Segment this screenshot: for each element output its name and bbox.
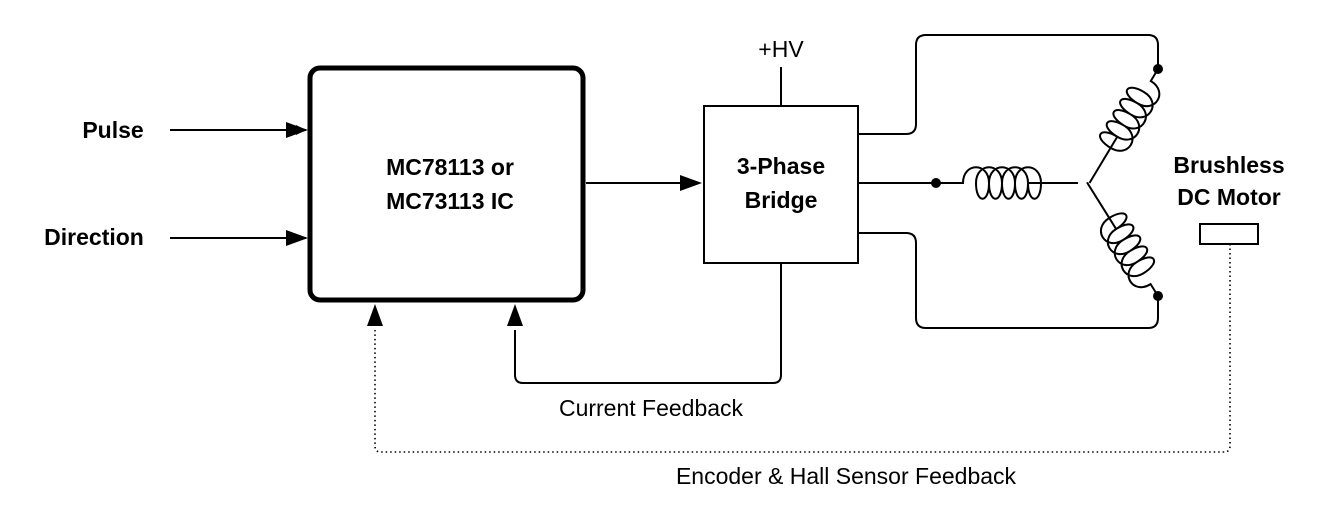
winding-phase-b: [936, 166, 1078, 200]
phase-c-wire: [858, 232, 1159, 329]
encoder-feedback-label: Encoder & Hall Sensor Feedback: [676, 463, 1017, 489]
controller-ic-block: [307, 65, 586, 303]
pulse-label: Pulse: [82, 117, 143, 143]
three-phase-bridge-block: [703, 105, 859, 264]
hv-supply-label: +HV: [758, 36, 804, 62]
direction-label: Direction: [44, 224, 144, 250]
encoder-feedback-arrowhead: [367, 304, 383, 326]
bridge-label-line2: Bridge: [745, 187, 818, 213]
motor-label-line1: Brushless: [1173, 152, 1284, 178]
motor-label-line2: DC Motor: [1177, 184, 1281, 210]
phase-a-wire: [858, 34, 1159, 135]
ic-to-bridge-arrowhead: [680, 175, 702, 191]
direction-arrowhead: [286, 230, 308, 246]
current-feedback-arrowhead: [507, 304, 523, 326]
motor-windings: [936, 68, 1161, 297]
winding-phase-a: [1088, 68, 1161, 184]
controller-ic-label-line1: MC78113 or: [386, 154, 514, 180]
controller-ic-label-line2: MC73113 IC: [386, 188, 514, 214]
encoder-sensor: [1199, 223, 1259, 245]
winding-phase-c: [1086, 181, 1159, 297]
pulse-arrowhead: [286, 122, 308, 138]
bridge-label-line1: 3-Phase: [737, 153, 825, 179]
current-feedback-label: Current Feedback: [559, 395, 744, 421]
current-feedback-wire: [514, 263, 782, 384]
